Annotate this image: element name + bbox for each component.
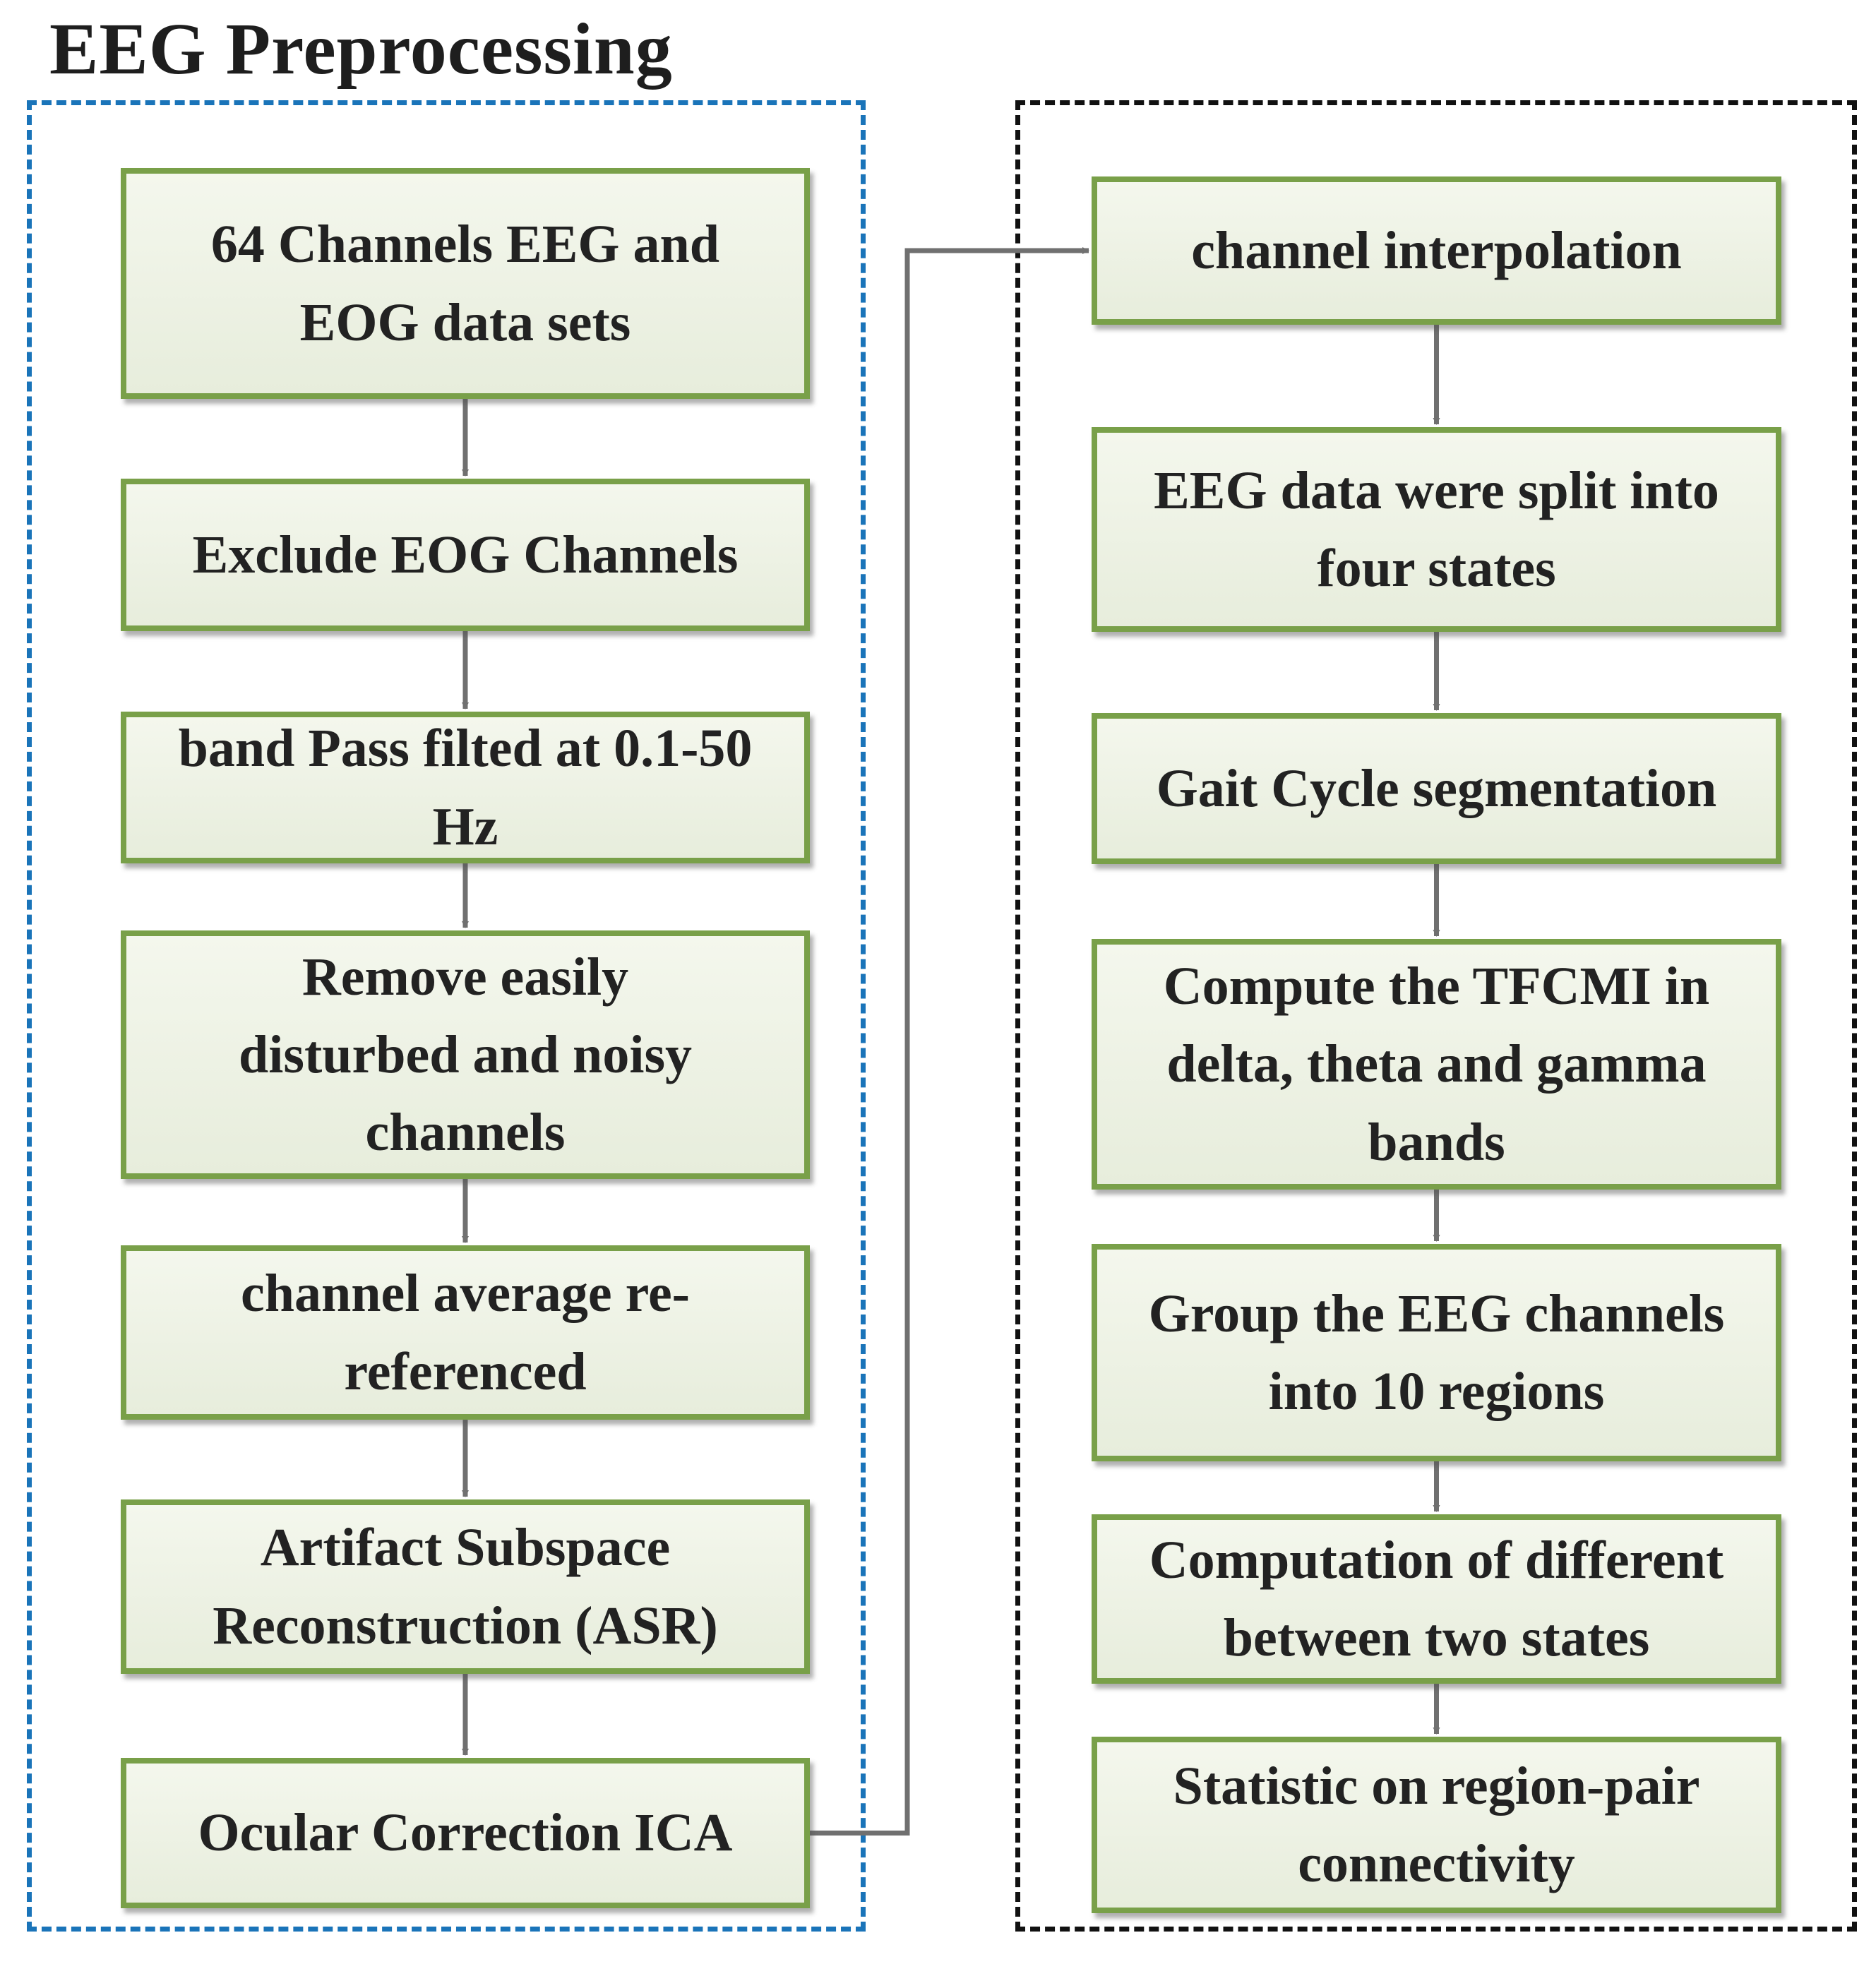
step-box-state-difference: Computation of different between two sta… — [1092, 1514, 1781, 1684]
step-box-eeg-eog-datasets: 64 Channels EEG and EOG data sets — [121, 168, 810, 399]
step-label: band Pass filted at 0.1-50 Hz — [178, 719, 753, 856]
step-box-gait-cycle-segmentation: Gait Cycle segmentation — [1092, 713, 1781, 864]
step-label: Compute the TFCMI in delta, theta and ga… — [1163, 957, 1710, 1172]
step-box-asr: Artifact Subspace Reconstruction (ASR) — [121, 1499, 810, 1674]
preprocessing-group-frame — [27, 100, 866, 1932]
step-box-compute-tfcmi: Compute the TFCMI in delta, theta and ga… — [1092, 939, 1781, 1190]
step-label: Exclude EOG Channels — [192, 525, 739, 585]
step-box-region-pair-statistics: Statistic on region-pair connectivity — [1092, 1737, 1781, 1913]
step-box-group-regions: Group the EEG channels into 10 regions — [1092, 1244, 1781, 1461]
step-box-remove-noisy-channels: Remove easily disturbed and noisy channe… — [121, 930, 810, 1179]
step-box-channel-interpolation: channel interpolation — [1092, 176, 1781, 325]
analysis-group-frame — [1015, 100, 1857, 1932]
step-box-split-four-states: EEG data were split into four states — [1092, 427, 1781, 632]
step-label: Group the EEG channels into 10 regions — [1148, 1283, 1725, 1421]
step-box-average-rereference: channel average re- referenced — [121, 1245, 810, 1420]
step-box-bandpass-filter: band Pass filted at 0.1-50 Hz — [121, 712, 810, 863]
step-box-ocular-correction-ica: Ocular Correction ICA — [121, 1758, 810, 1908]
step-label: 64 Channels EEG and EOG data sets — [210, 215, 720, 352]
step-label: channel interpolation — [1191, 220, 1682, 280]
step-label: Statistic on region-pair connectivity — [1173, 1756, 1700, 1893]
step-label: Gait Cycle segmentation — [1156, 758, 1717, 818]
diagram-title: EEG Preprocessing — [49, 8, 673, 90]
step-label: EEG data were split into four states — [1154, 460, 1719, 598]
step-box-exclude-eog: Exclude EOG Channels — [121, 479, 810, 631]
step-label: Artifact Subspace Reconstruction (ASR) — [213, 1518, 718, 1655]
step-label: Computation of different between two sta… — [1149, 1530, 1724, 1667]
step-label: Ocular Correction ICA — [198, 1803, 733, 1863]
step-label: channel average re- referenced — [241, 1264, 690, 1401]
cross-column-arrow — [810, 247, 1089, 1836]
step-label: Remove easily disturbed and noisy channe… — [238, 947, 693, 1163]
